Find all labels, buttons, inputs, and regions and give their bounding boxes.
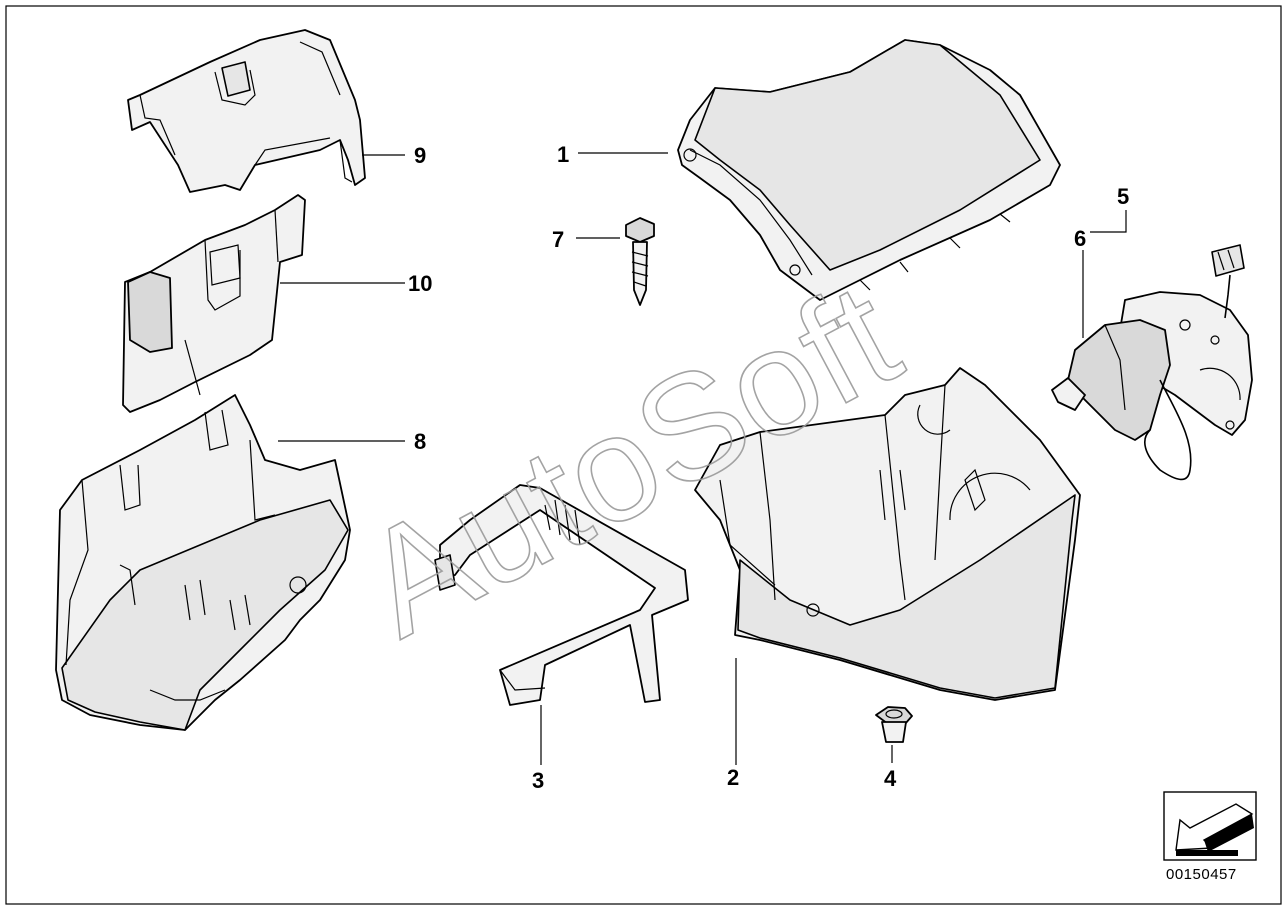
part-8-lower-tray[interactable] [55,394,351,731]
part-2-housing[interactable] [694,367,1081,701]
callout-1: 1 [557,142,569,167]
callout-2: 2 [727,765,739,790]
part-9-cover-bracket[interactable] [127,29,366,193]
diagram-frame [5,5,1282,905]
part-6-motor[interactable] [1051,244,1245,481]
part-1-lid[interactable] [677,39,1061,301]
callout-8: 8 [414,429,426,454]
callout-7: 7 [552,227,564,252]
leader-5 [1090,210,1127,233]
leader-lines [278,152,1127,765]
document-number: 00150457 [1166,866,1237,883]
callout-labels: 9 10 8 1 7 3 2 4 5 6 [408,142,1129,793]
part-7-screw[interactable] [625,217,655,306]
part-3-bracket[interactable] [434,484,689,706]
callout-9: 9 [414,143,426,168]
part-4-grommet[interactable] [875,706,913,743]
callout-4: 4 [884,766,897,791]
callout-3: 3 [532,768,544,793]
callout-5: 5 [1117,184,1129,209]
part-10-side-panel[interactable] [122,194,306,413]
callout-6: 6 [1074,226,1086,251]
arrow-down-left-icon[interactable] [1163,791,1257,861]
callout-10: 10 [408,271,432,296]
